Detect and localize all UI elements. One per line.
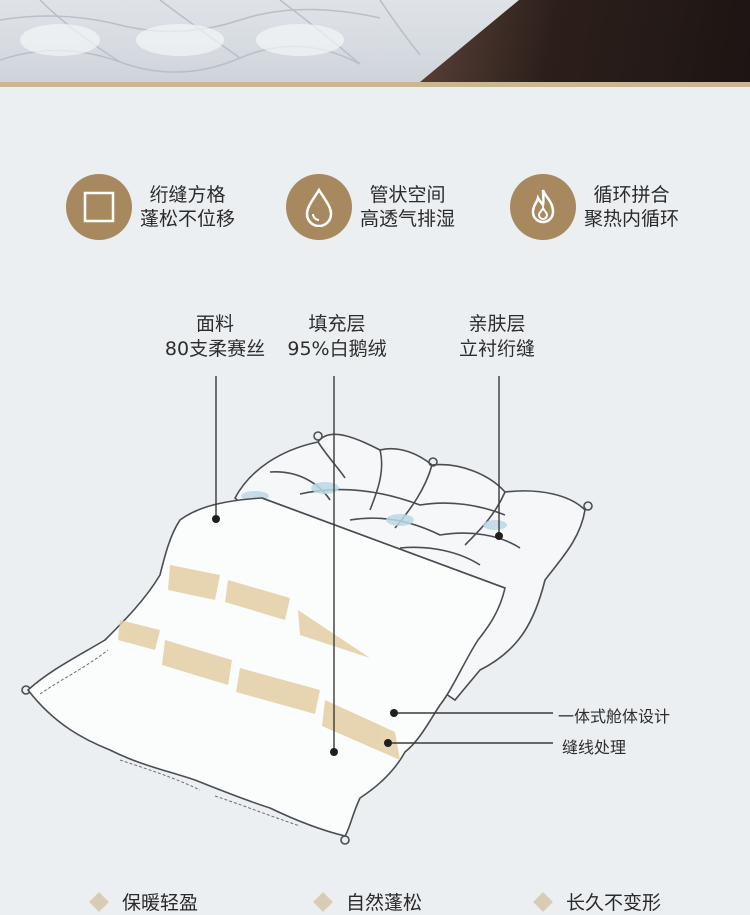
tufted-duvet-texture [0, 0, 421, 73]
diamond-icon [533, 891, 553, 912]
leader-lines [215, 376, 553, 752]
feature-subtitle: 蓬松不位移 [140, 208, 236, 230]
benefit-item: 自然蓬松 [313, 888, 422, 915]
feature-subtitle: 高透气排湿 [360, 208, 456, 230]
label-skin: 亲肤层 立衬绗缝 [458, 313, 535, 360]
feature-title: 绗缝方格 [149, 184, 226, 206]
feature-subtitle: 聚热内循环 [584, 208, 680, 230]
label-one-piece-body: 一体式舱体设计 [558, 707, 671, 726]
benefit-item: 长久不变形 [533, 888, 661, 915]
duvet-photo [0, 0, 750, 82]
square-grid-icon [66, 174, 132, 240]
diamond-icon [89, 891, 109, 912]
feature-tube-space: 管状空间 高透气排湿 [286, 172, 455, 242]
leader-dots [212, 515, 503, 756]
label-filling: 填充层 95%白鹅绒 [287, 313, 387, 360]
feature-title: 循环拼合 [593, 184, 670, 206]
diamond-icon [313, 891, 333, 912]
gold-divider [0, 82, 750, 87]
label-fabric: 面料 80支柔赛丝 [164, 313, 266, 360]
feature-title: 管状空间 [369, 184, 446, 206]
water-drop-icon [286, 174, 352, 240]
flame-icon [510, 174, 576, 240]
feature-quilted-grid: 绗缝方格 蓬松不位移 [66, 172, 235, 242]
feature-circulation: 循环拼合 聚热内循环 [510, 172, 679, 242]
benefit-item: 保暖轻盈 [89, 888, 198, 915]
label-stitching: 缝线处理 [562, 738, 627, 757]
